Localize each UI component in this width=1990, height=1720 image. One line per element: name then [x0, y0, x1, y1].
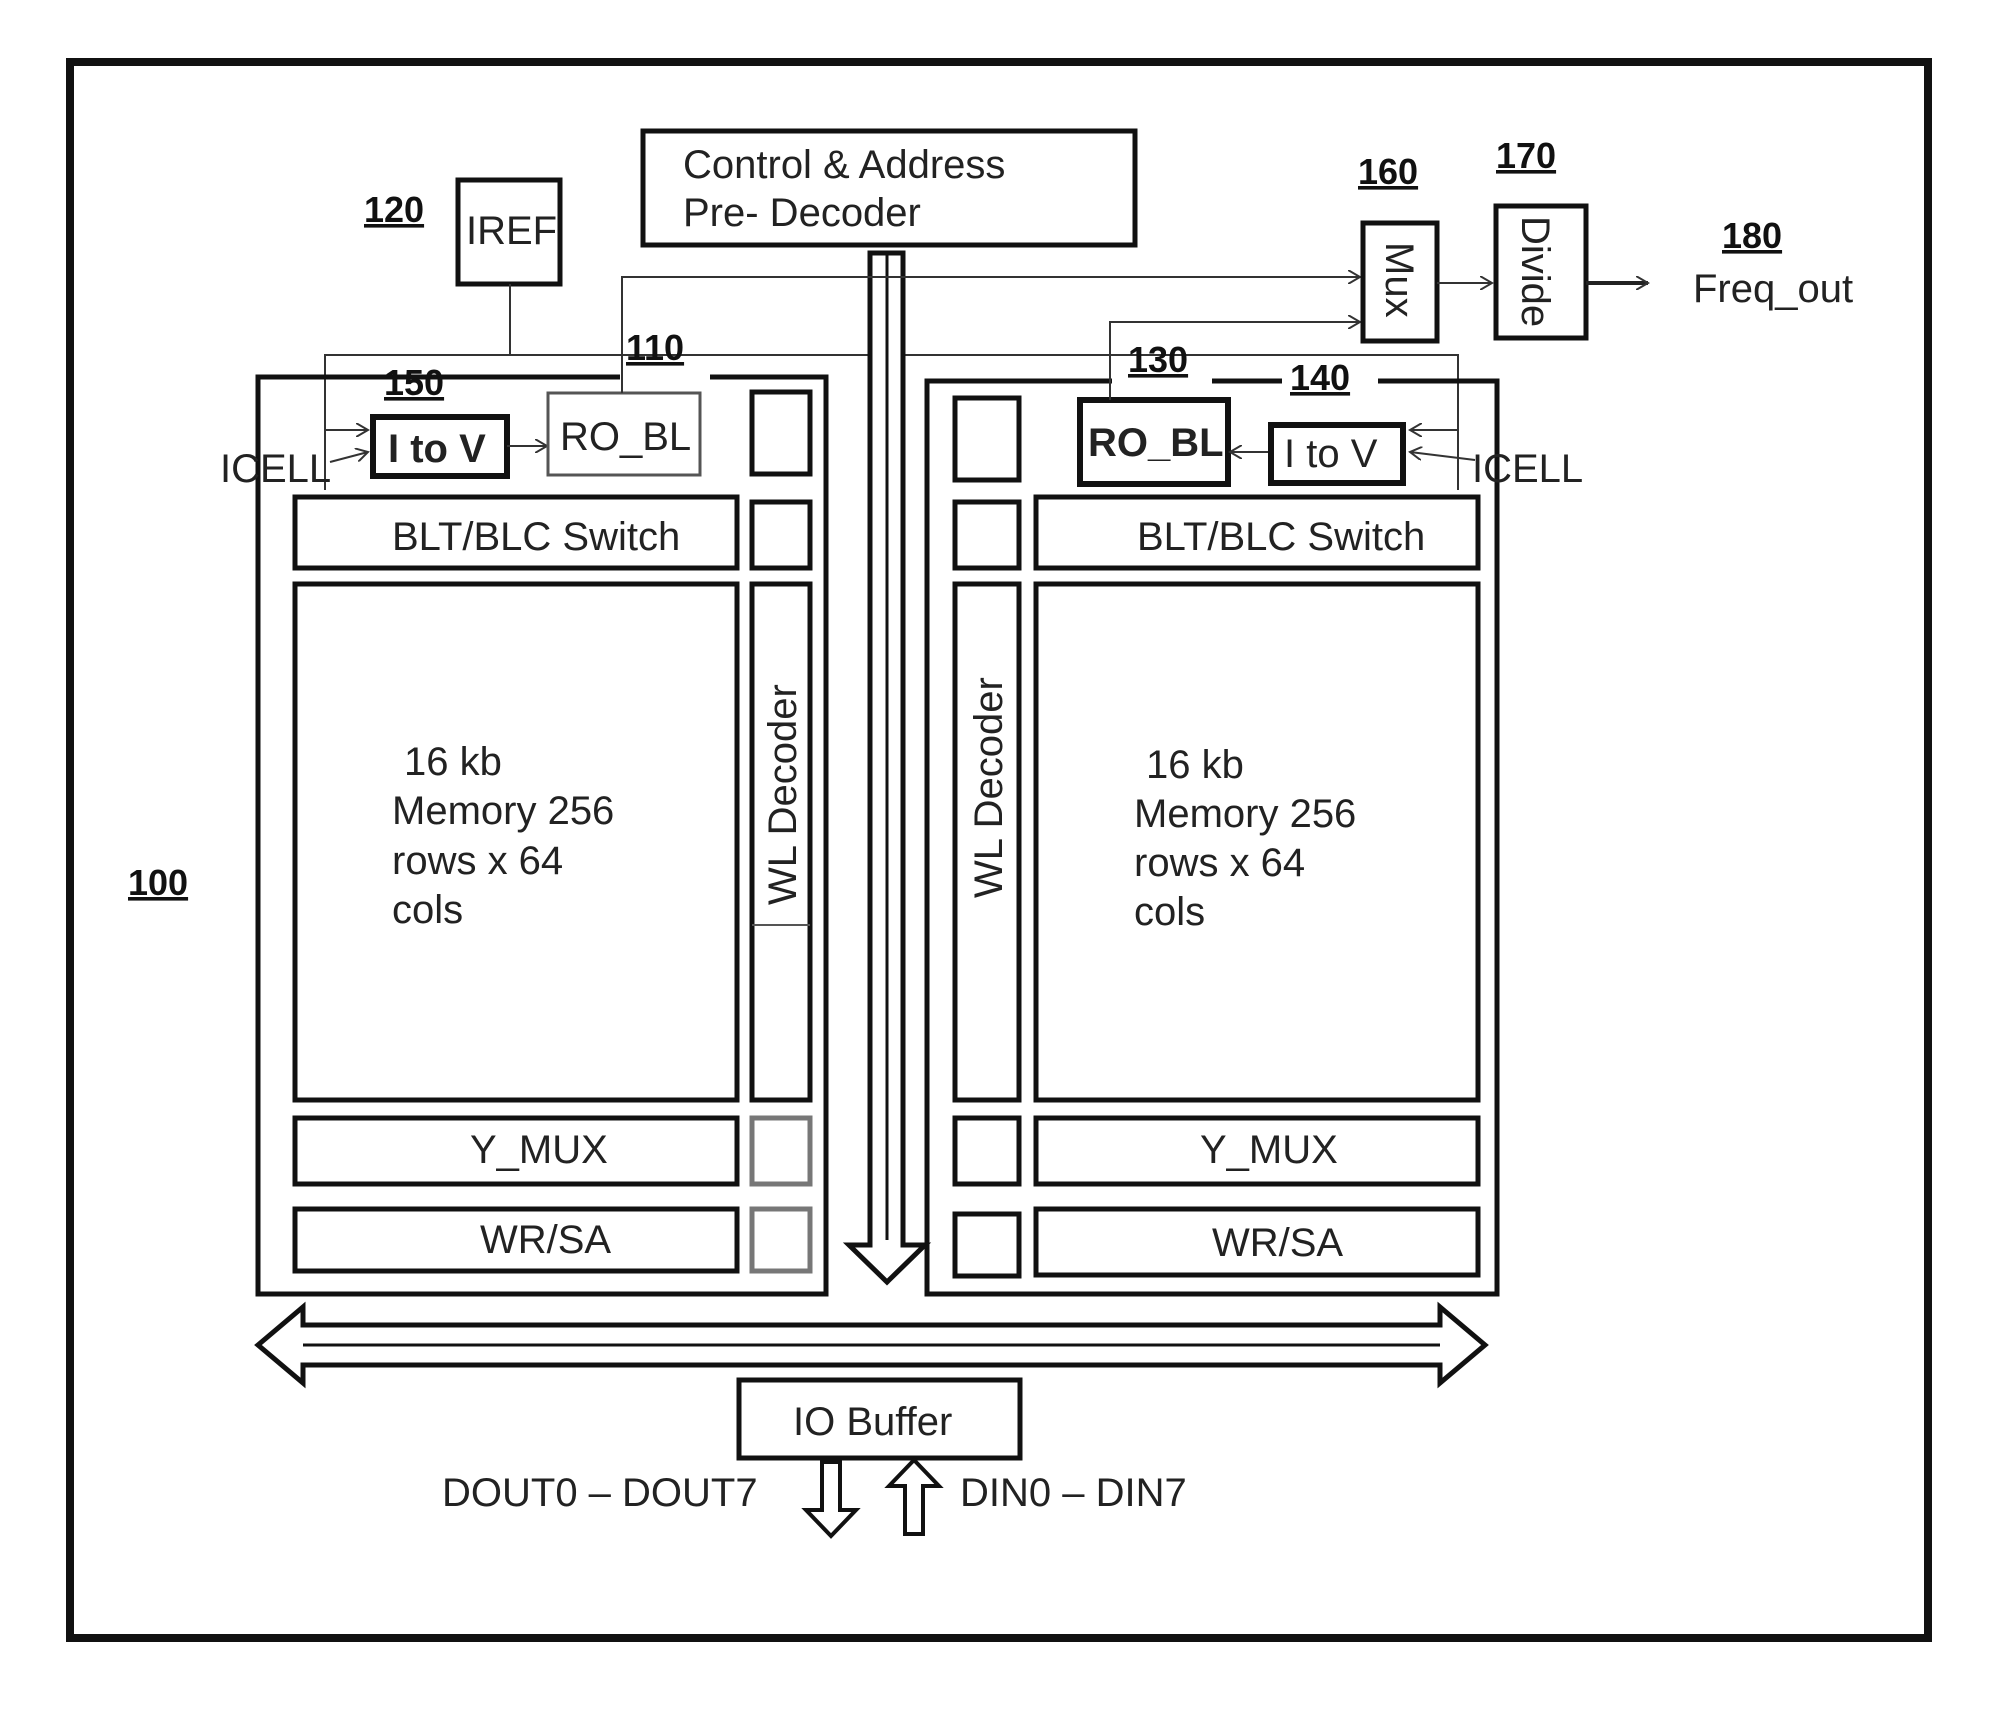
right-i-to-v-label: I to V [1284, 432, 1378, 476]
ref-180: 180 [1722, 215, 1782, 256]
mux-block: Mux [1363, 223, 1437, 341]
left-switch-label: BLT/BLC Switch [392, 515, 680, 559]
control-address-predecoder: Control & Address Pre- Decoder [643, 131, 1135, 245]
io-buffer-label: IO Buffer [793, 1400, 952, 1444]
right-blt-blc-switch: BLT/BLC Switch [1036, 497, 1478, 568]
ref-120: 120 [364, 189, 424, 230]
right-ymux-side-box [955, 1118, 1019, 1184]
right-wr-sa-label: WR/SA [1212, 1221, 1343, 1265]
right-y-mux: Y_MUX [1036, 1118, 1478, 1184]
right-ro-bl-label: RO_BL [1088, 421, 1224, 465]
dout-label: DOUT0 – DOUT7 [442, 1471, 758, 1515]
ref-160: 160 [1358, 151, 1418, 192]
right-wl-decoder-label: WL Decoder [967, 677, 1011, 898]
right-wl-decoder: WL Decoder [955, 584, 1019, 1100]
dout-arrow [806, 1462, 856, 1536]
divide-label: Divide [1513, 216, 1557, 327]
ref-170: 170 [1496, 135, 1556, 176]
right-ro-bl: RO_BL [1080, 400, 1228, 484]
left-ymux-side-box [752, 1118, 810, 1184]
control-line1: Control & Address [683, 143, 1005, 187]
iref-block: IREF [458, 180, 560, 284]
left-blt-blc-switch: BLT/BLC Switch [295, 497, 737, 568]
left-memory-line3: rows x 64 [392, 839, 563, 883]
right-memory-line1: 16 kb [1146, 743, 1244, 787]
right-i-to-v: I to V [1271, 425, 1403, 483]
right-memory-line2: Memory 256 [1134, 792, 1356, 836]
right-wrsa-side-box [955, 1214, 1019, 1276]
ref-100: 100 [128, 862, 188, 903]
left-wl-decoder-label: WL Decoder [761, 684, 805, 905]
divide-block: Divide [1496, 206, 1586, 338]
io-buffer: IO Buffer [739, 1380, 1020, 1458]
ref-130: 130 [1128, 339, 1188, 380]
left-memory-array: 16 kb Memory 256 rows x 64 cols [295, 584, 737, 1100]
left-switch-side-box [752, 502, 810, 568]
left-wrsa-side-box [752, 1209, 810, 1271]
left-ro-bl: RO_BL [548, 393, 700, 475]
right-memory-array: 16 kb Memory 256 rows x 64 cols [1036, 584, 1478, 1100]
din-label: DIN0 – DIN7 [960, 1471, 1187, 1515]
ref-140: 140 [1290, 357, 1350, 398]
right-switch-side-box [955, 502, 1019, 568]
iref-label: IREF [466, 209, 557, 253]
right-memory-line3: rows x 64 [1134, 841, 1305, 885]
right-wr-sa: WR/SA [1036, 1209, 1478, 1275]
icell-right: ICELL [1472, 447, 1583, 491]
left-decoder-top-box [752, 392, 810, 474]
left-memory-bank: 150 110 I to V RO_BL BLT/BLC Switch 16 k… [258, 327, 826, 1294]
left-i-to-v: I to V [373, 417, 507, 476]
left-ro-bl-label: RO_BL [560, 415, 691, 459]
right-memory-line4: cols [1134, 890, 1205, 934]
left-memory-line1: 16 kb [404, 740, 502, 784]
din-arrow [889, 1460, 939, 1534]
right-y-mux-label: Y_MUX [1200, 1128, 1338, 1172]
left-i-to-v-label: I to V [388, 427, 486, 471]
left-y-mux-label: Y_MUX [470, 1128, 608, 1172]
right-memory-bank: 130 140 RO_BL I to V BLT/BLC Switch WL D… [927, 339, 1497, 1294]
left-wl-decoder: WL Decoder [752, 584, 810, 1100]
left-wr-sa: WR/SA [295, 1209, 737, 1271]
left-memory-line4: cols [392, 888, 463, 932]
right-switch-label: BLT/BLC Switch [1137, 515, 1425, 559]
control-line2: Pre- Decoder [683, 191, 921, 235]
left-memory-line2: Memory 256 [392, 789, 614, 833]
left-wr-sa-label: WR/SA [480, 1218, 611, 1262]
ref-150: 150 [384, 362, 444, 403]
mux-label: Mux [1377, 242, 1421, 318]
right-decoder-top-box [955, 398, 1019, 480]
icell-left: ICELL [220, 447, 331, 491]
ref-110: 110 [626, 327, 684, 368]
left-y-mux: Y_MUX [295, 1118, 737, 1184]
freq-out-label: Freq_out [1693, 267, 1853, 311]
